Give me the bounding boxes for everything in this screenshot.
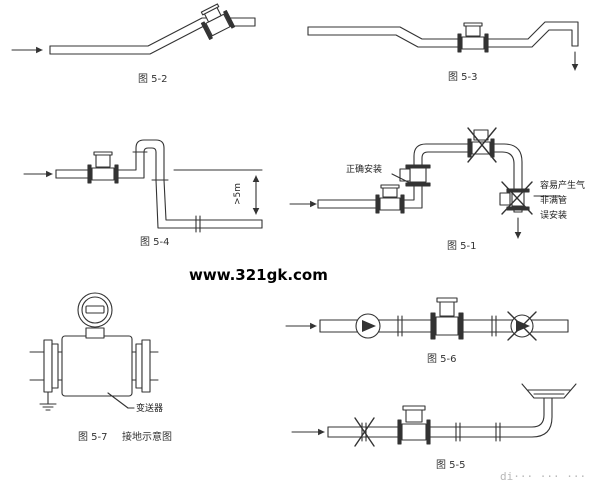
figure-5-1: 正确安装 容易产生气 非满管 误安装 图 5-1 [289,127,585,252]
flowmeter [397,405,431,445]
figure-caption: 图 5-2 [138,73,168,85]
ground-icon [39,403,57,411]
figure-caption: 图 5-7 [78,431,108,443]
pipe [317,143,523,213]
flowmeter [430,297,464,340]
converter-head [77,292,113,328]
wrong-flowmeter-vertical [499,181,533,215]
wrong-valve [354,417,375,447]
figure-caption: 图 5-4 [140,236,170,248]
flowmeter [87,151,119,184]
figure-5-3: 图 5-3 [307,21,579,83]
figure-5-6: 图 5-6 [285,297,569,365]
watermark-text: www.321gk.com [189,266,328,284]
figure-5-5: 图 5-5 [291,383,577,471]
wrong-flowmeter-top [467,127,497,163]
flowmeter [457,22,489,53]
figure-caption: 图 5-1 [447,240,477,252]
pipe [307,21,579,48]
wrong-install-label-3: 误安装 [540,209,567,221]
flanges [43,339,151,393]
corner-watermark: di··· ··· ··· [500,470,586,483]
open-tank [521,383,577,399]
correct-install-label: 正确安装 [346,163,382,175]
figure-caption: 图 5-3 [448,71,478,83]
wrong-install-label-1: 容易产生气 [540,179,585,191]
pipe [55,139,263,233]
correct-flowmeter-vertical [399,164,431,187]
figure-5-7: 变送器 图 5-7 接地示意图 [29,292,172,443]
converter-label: 变送器 [136,402,163,414]
figure-5-2: 图 5-2 [11,3,256,85]
leader-line [391,173,413,185]
converter-neck [85,327,105,339]
figure-caption: 图 5-5 [436,459,466,471]
height-label: >5m [233,183,243,205]
leader-line [107,392,129,409]
figure-title: 接地示意图 [122,430,172,443]
height-dimension [173,169,263,215]
wrong-pump [507,311,537,341]
pipe [327,397,553,442]
figure-5-4: >5m 图 5-4 [23,139,263,248]
figure-caption: 图 5-6 [427,353,457,365]
pump [355,313,381,339]
flowmeter [200,3,236,40]
wrong-install-label-2: 非满管 [540,194,567,206]
correct-flowmeter [375,184,405,214]
converter-body [61,335,133,397]
